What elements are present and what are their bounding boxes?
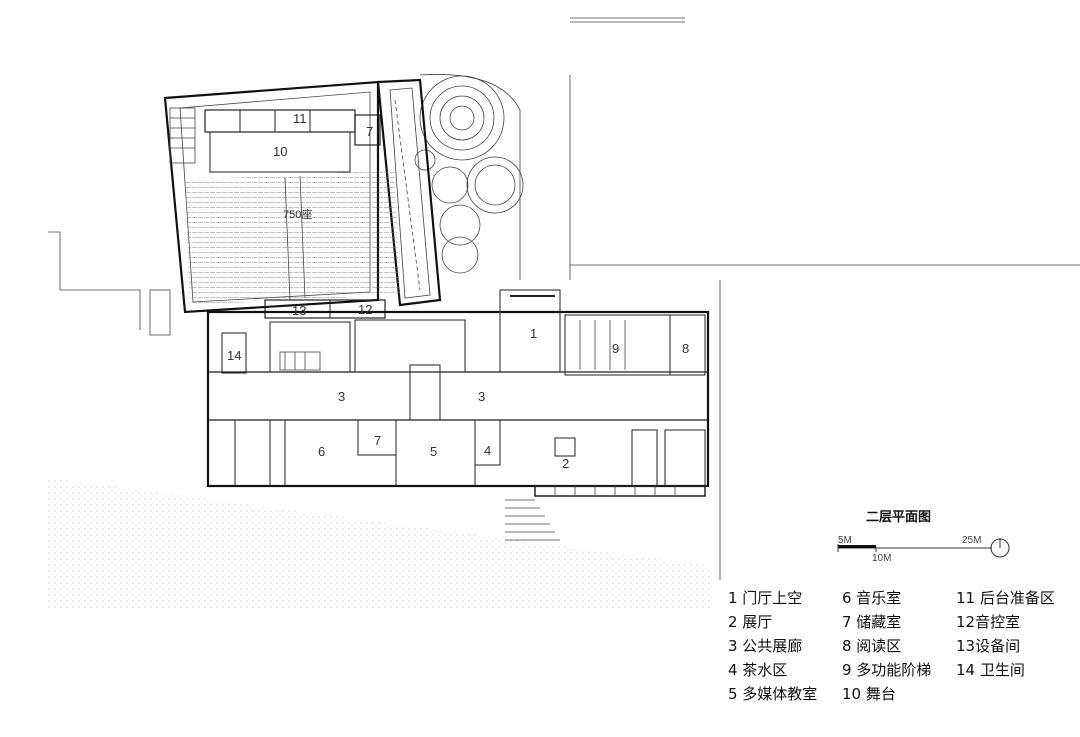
legend-item: 14 卫生间	[956, 661, 1025, 679]
legend-item: 7 储藏室	[842, 613, 902, 631]
legend-item: 13设备间	[956, 637, 1021, 655]
room-number-5: 5	[430, 444, 437, 459]
room-number-11: 11	[293, 111, 307, 126]
room-number-3b: 3	[478, 389, 485, 404]
room-number-10: 10	[273, 144, 287, 159]
legend-column-3: 11 后台准备区 12音控室 13设备间 14 卫生间	[956, 586, 1055, 682]
room-number-2: 2	[562, 456, 569, 471]
legend-item: 8 阅读区	[842, 637, 902, 655]
room-number-4: 4	[484, 443, 491, 458]
room-number-14: 14	[227, 348, 241, 363]
room-number-1: 1	[530, 326, 537, 341]
scale-bar: 5M 10M 25M	[837, 535, 1010, 564]
room-number-7b: 7	[366, 124, 373, 139]
entrance-steps	[505, 499, 560, 541]
scale-label-5m: 5M	[838, 535, 852, 546]
legend-item: 12音控室	[956, 613, 1021, 631]
main-block	[206, 289, 710, 541]
scale-label-25m: 25M	[962, 535, 981, 546]
legend-item: 9 多功能阶梯	[842, 661, 932, 679]
legend-item: 4 茶水区	[728, 661, 788, 679]
drawing-title: 二层平面图	[866, 510, 932, 525]
legend-item: 1 门厅上空	[728, 589, 803, 607]
room-number-3a: 3	[338, 389, 345, 404]
seat-count-label: 750座	[283, 207, 312, 221]
legend-column-2: 6 音乐室 7 储藏室 8 阅读区 9 多功能阶梯 10 舞台	[842, 586, 931, 706]
room-number-6: 6	[318, 444, 325, 459]
room-number-13: 13	[292, 303, 306, 318]
legend-column-1: 1 门厅上空 2 展厅 3 公共展廊 4 茶水区 5 多媒体教室	[728, 586, 817, 706]
legend-item: 5 多媒体教室	[728, 685, 818, 703]
circular-garden	[414, 74, 524, 280]
legend-item: 6 音乐室	[842, 589, 902, 607]
legend-item: 3 公共展廊	[728, 637, 803, 655]
scale-label-10m: 10M	[872, 553, 891, 564]
room-number-8: 8	[682, 341, 689, 356]
legend-item: 2 展厅	[728, 613, 773, 631]
room-number-7a: 7	[374, 433, 381, 448]
legend-item: 11 后台准备区	[956, 589, 1055, 607]
room-number-12: 12	[358, 302, 372, 317]
theater-block	[149, 78, 442, 336]
landscape-hatch	[48, 478, 712, 608]
room-number-9: 9	[612, 341, 619, 356]
legend-item: 10 舞台	[842, 685, 896, 703]
